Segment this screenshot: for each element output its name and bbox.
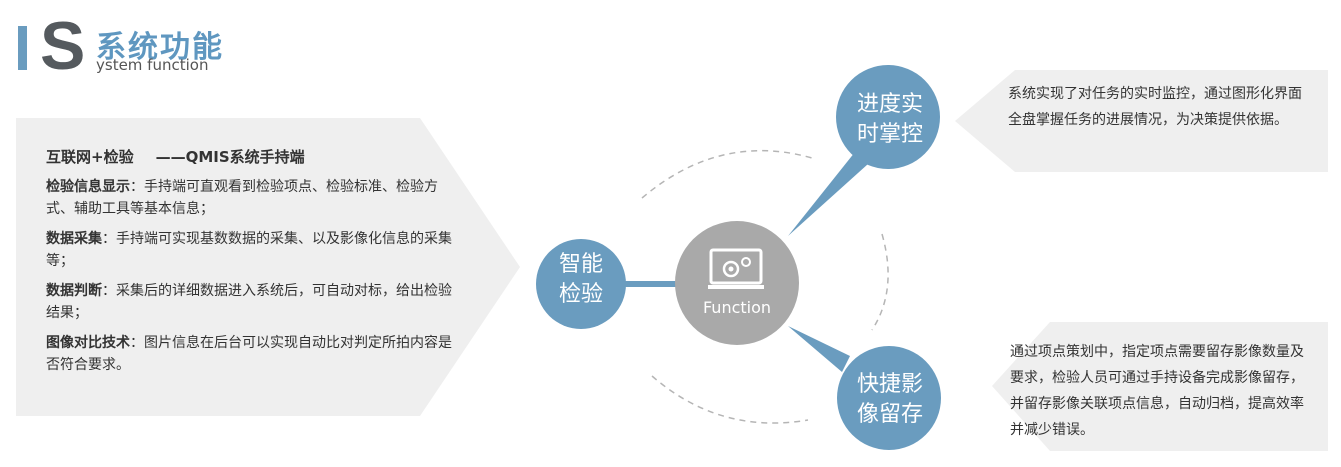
monitor-gear-icon [708,248,764,289]
feature-text: ：手持端可直观看到检验项点、检验标准、检验方式、辅助工具等基本信息； [46,179,438,217]
header-accent-bar [18,26,27,70]
page-subtitle: ystem function [96,56,209,74]
header-letter: S [40,8,86,84]
feature-term: 检验信息显示 [46,179,130,195]
node-top-line-1: 进度实 [856,92,923,117]
node-top-line-2: 时掌控 [856,122,923,147]
feature-item: 检验信息显示：手持端可直观看到检验项点、检验标准、检验方式、辅助工具等基本信息； [46,176,456,220]
feature-item: 数据采集：手持端可实现基数数据的采集、以及影像化信息的采集等； [46,228,456,272]
function-label: Function [702,298,772,317]
feature-term: 数据判断 [46,283,102,299]
feature-text: ：采集后的详细数据进入系统后，可自动对标，给出检验结果； [46,283,452,321]
feature-item: 图像对比技术：图片信息在后台可以实现自动比对判定所拍内容是否符合要求。 [46,332,456,376]
node-top-label: 进度实 时掌控 [840,90,940,150]
feature-item: 数据判断：采集后的详细数据进入系统后，可自动对标，给出检验结果； [46,280,456,324]
page-title: 系统功能 [96,30,224,65]
right-top-text: 系统实现了对任务的实时监控，通过图形化界面全盘掌握任务的进展情况，为决策提供依据… [1008,86,1302,128]
dashed-arc-right [871,233,889,331]
connector-bottom [788,326,850,372]
node-left-label: 智能 检验 [536,250,626,310]
node-left-line-1: 智能 [558,252,603,277]
feature-text: ：手持端可实现基数数据的采集、以及影像化信息的采集等； [46,231,452,269]
right-bottom-panel [992,322,1328,451]
node-left-circle [536,239,626,329]
node-bottom-circle [837,346,941,450]
node-left-line-2: 检验 [558,282,603,307]
node-bottom-line-2: 像留存 [856,402,923,427]
left-info-panel [16,118,520,416]
heading-main: 互联网+检验 [46,148,134,166]
feature-term: 图像对比技术 [46,335,130,351]
left-panel-content: 互联网+检验 ——QMIS系统手持端 检验信息显示：手持端可直观看到检验项点、检验… [46,146,456,384]
feature-text: ：图片信息在后台可以实现自动比对判定所拍内容是否符合要求。 [46,335,452,373]
dashed-arc-top [641,149,813,199]
right-top-panel [955,70,1328,172]
right-bottom-text: 通过项点策划中，指定项点需要留存影像数量及要求，检验人员可通过手持设备完成影像留… [1010,344,1304,438]
node-top-circle [836,65,940,169]
left-panel-heading: 互联网+检验 ——QMIS系统手持端 [46,146,456,168]
feature-term: 数据采集 [46,231,102,247]
connector-top [788,152,868,236]
node-bottom-line-1: 快捷影 [856,372,923,397]
dashed-arc-bottom [651,375,809,424]
node-bottom-label: 快捷影 像留存 [840,370,940,430]
heading-sub: ——QMIS系统手持端 [155,148,305,166]
